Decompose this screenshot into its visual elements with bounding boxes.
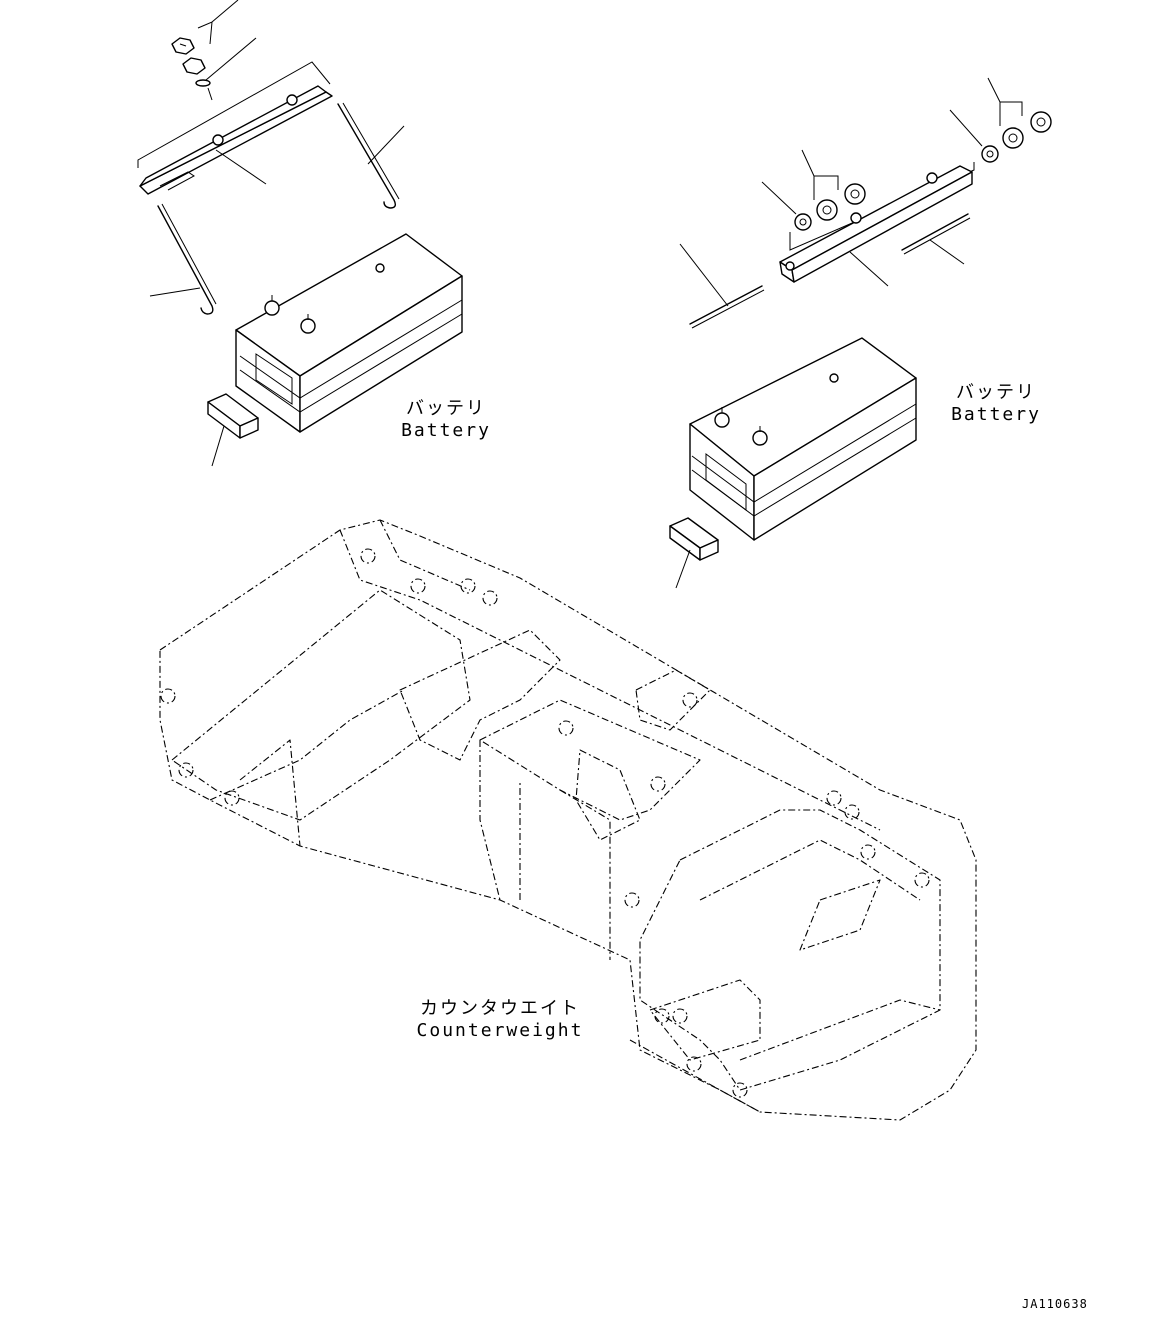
right-rod-left: [689, 285, 765, 329]
drawing-code: JA110638: [1022, 1297, 1088, 1311]
battery-right-label: バッテリ Battery: [946, 382, 1046, 426]
right-nut-left-b: [844, 183, 866, 205]
left-nut-lower: [182, 57, 206, 75]
right-battery-pad: [669, 517, 719, 561]
battery-left-label: バッテリ Battery: [396, 398, 496, 442]
counterweight-label-jp: カウンタウエイト: [420, 998, 580, 1019]
right-battery-assembly: [669, 77, 1052, 589]
right-washer-top: [981, 145, 999, 163]
battery-right-label-jp: バッテリ: [956, 382, 1036, 403]
counterweight-label-en: Counterweight: [416, 1020, 584, 1041]
left-nut-upper: [171, 37, 195, 55]
counterweight-outline: [159, 519, 977, 1121]
left-rod-left: [157, 203, 217, 315]
left-battery: [235, 233, 463, 433]
left-battery-pad: [207, 393, 259, 439]
right-nut-top-b: [1030, 111, 1052, 133]
left-battery-assembly: [137, 0, 463, 467]
right-hold-down-bar: [779, 165, 973, 283]
right-nut-left-a: [816, 199, 838, 221]
battery-right-label-en: Battery: [951, 404, 1041, 425]
left-hold-down-bar: [139, 85, 333, 195]
left-rod-right: [337, 102, 400, 209]
left-washer: [195, 79, 211, 87]
right-rod-right: [901, 213, 971, 255]
right-nut-top-a: [1002, 127, 1024, 149]
counterweight-label: カウンタウエイト Counterweight: [410, 998, 590, 1042]
right-washer-left: [794, 213, 812, 231]
right-battery: [689, 337, 917, 541]
battery-left-label-jp: バッテリ: [406, 398, 486, 419]
battery-left-label-en: Battery: [401, 420, 491, 441]
